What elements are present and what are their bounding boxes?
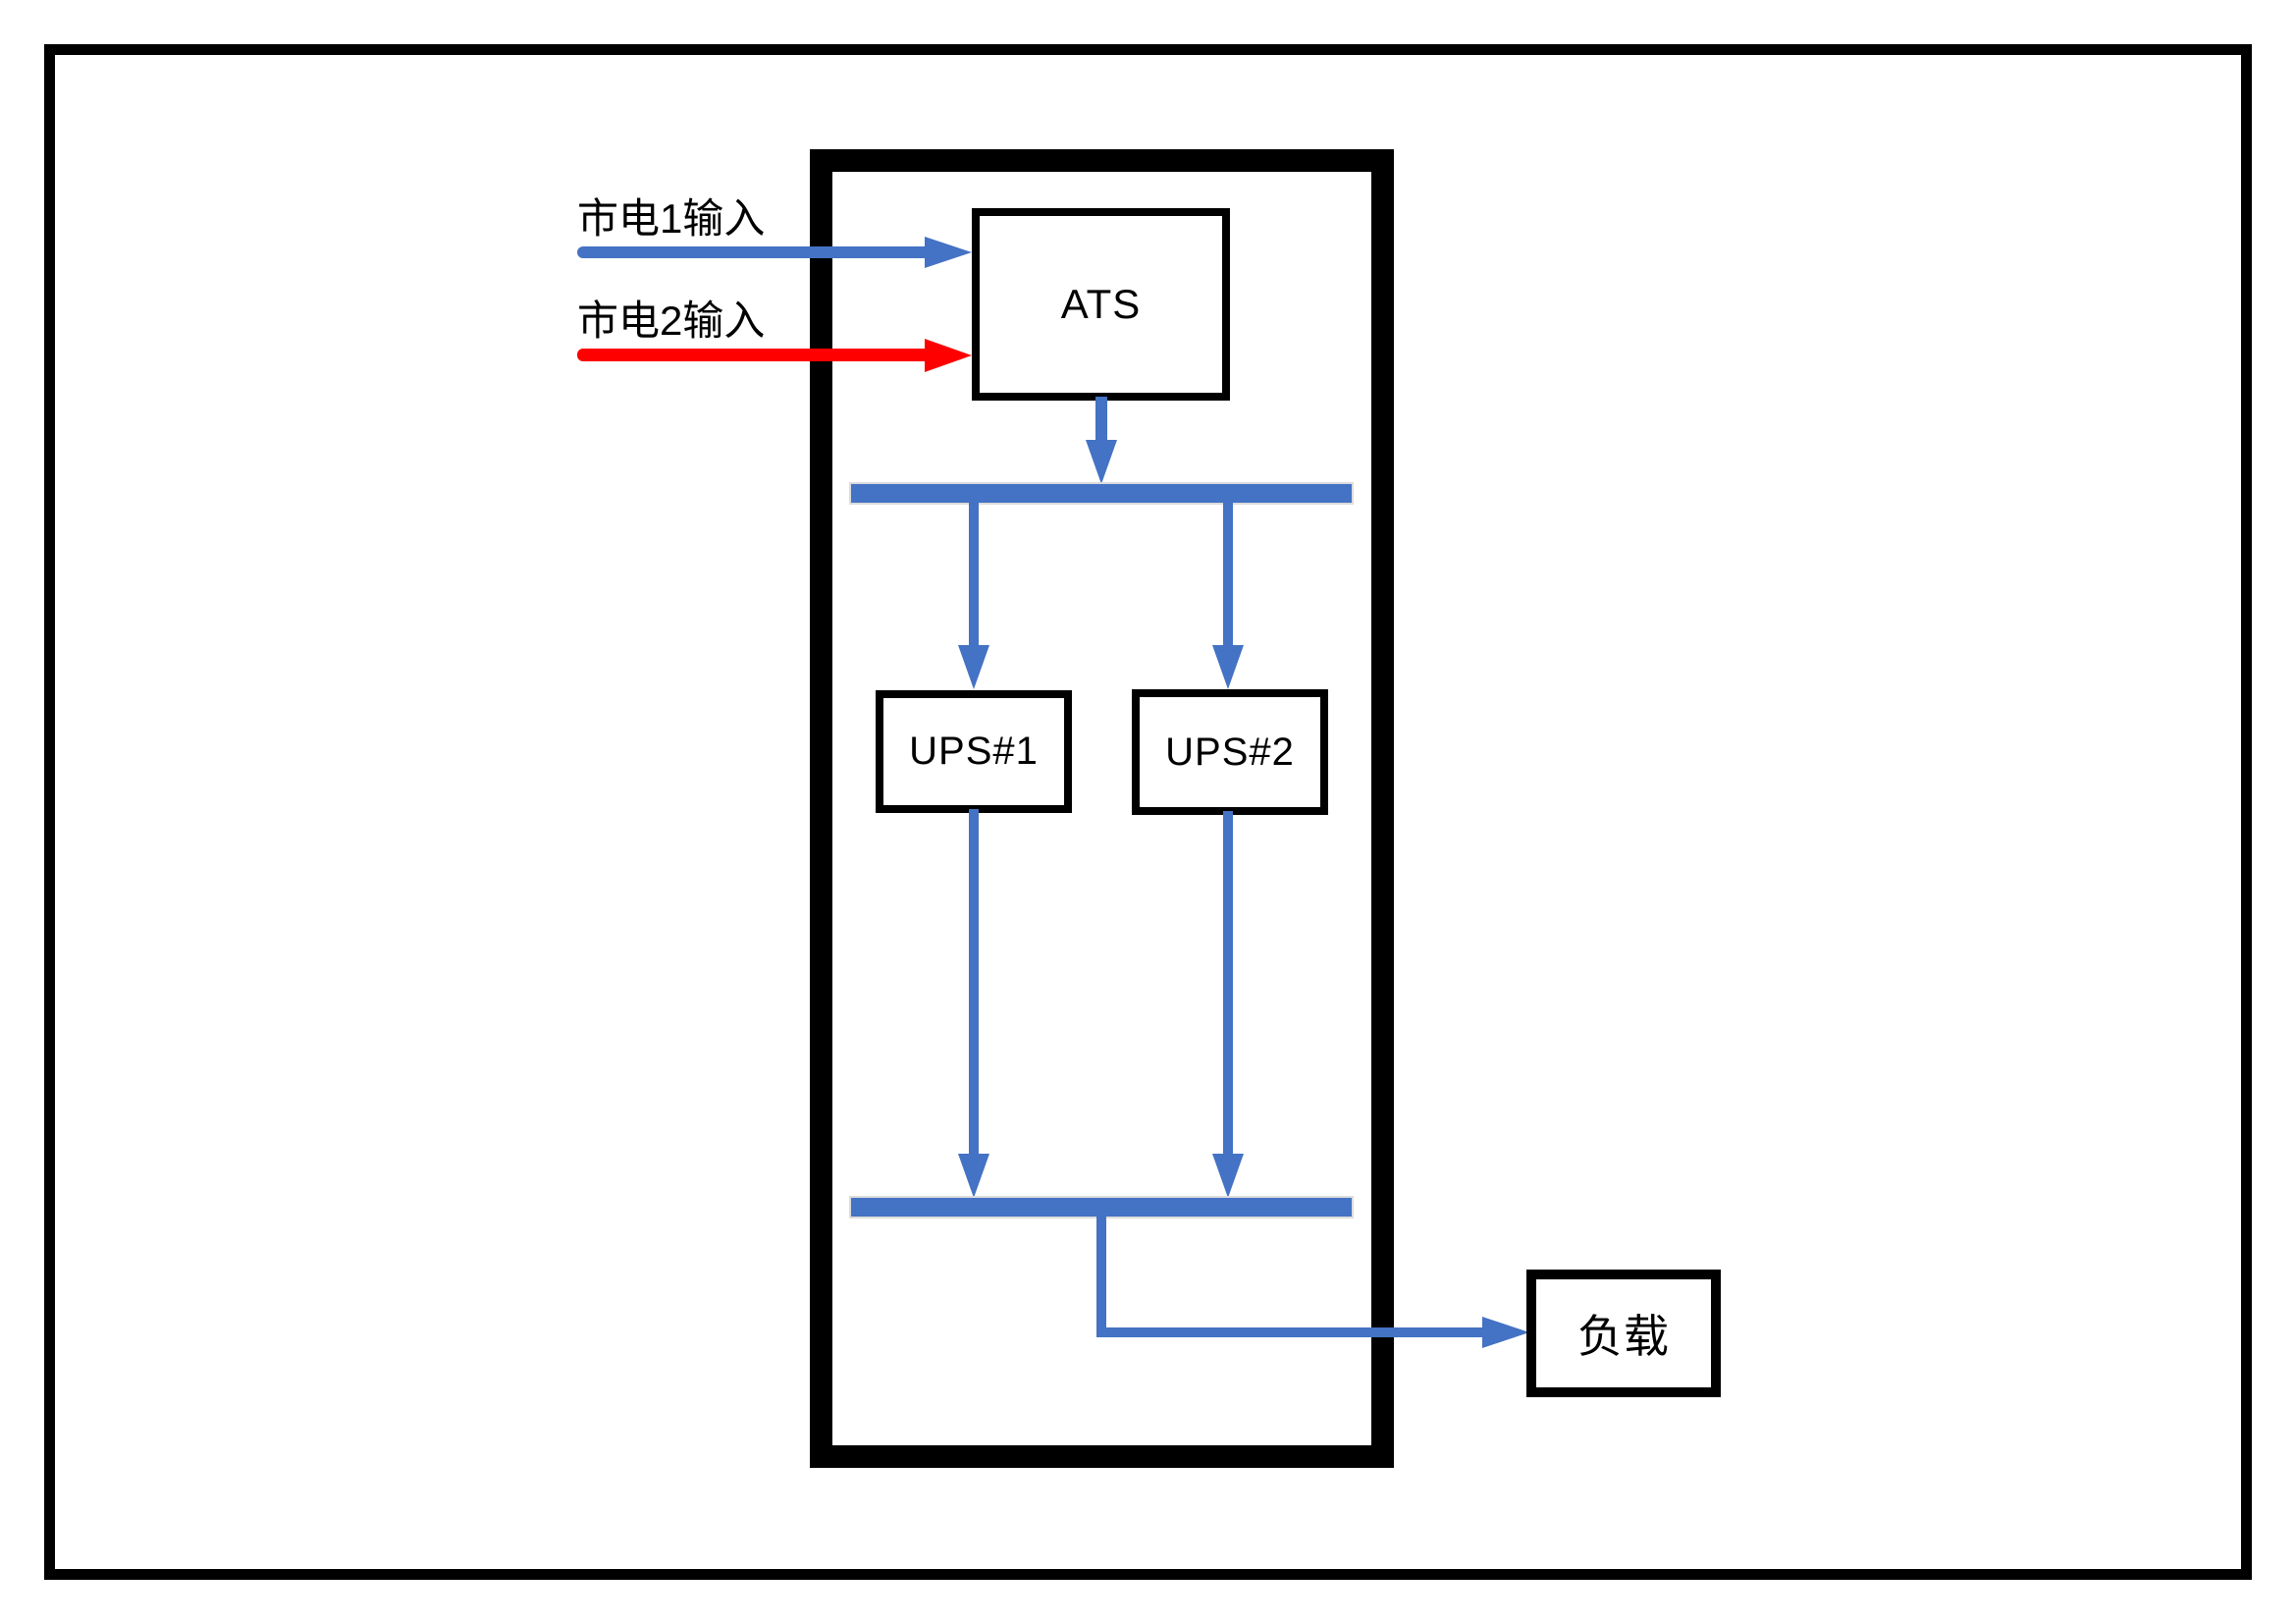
ats-output-arrowhead-down-icon [1086,440,1117,484]
bus-to-ups2-arrow-shaft [1223,501,1233,646]
mains1-input-label: 市电1输入 [577,195,766,242]
bus-to-load-connector-vertical [1096,1214,1106,1337]
bus-to-load-arrowhead-right-icon [1482,1317,1529,1348]
ups2-box: UPS#2 [1132,689,1328,815]
mains2-input-label: 市电2输入 [577,298,766,344]
ups1-to-bus-arrow-shaft [969,809,979,1154]
mains2-arrow-shaft [577,349,925,361]
bus-to-ups2-arrowhead-down-icon [1212,645,1244,689]
mains1-arrowhead-right-icon [925,237,972,268]
load-label: 负载 [1577,1311,1670,1362]
mains1-arrow-shaft [577,246,925,258]
ups1-to-bus-arrowhead-down-icon [958,1154,989,1198]
cabinet-enclosure [810,149,1394,1468]
ups1-box: UPS#1 [876,690,1072,813]
output-bus-bar [851,1198,1352,1217]
ups2-to-bus-arrowhead-down-icon [1212,1154,1244,1198]
input-bus-bar [851,484,1352,503]
ats-output-arrow-shaft [1095,397,1107,444]
load-box: 负载 [1526,1270,1721,1397]
mains2-arrowhead-right-icon [925,339,972,372]
ups2-to-bus-arrow-shaft [1223,811,1233,1154]
outer-frame [44,44,2252,1580]
bus-to-ups1-arrow-shaft [969,501,979,646]
bus-to-ups1-arrowhead-down-icon [958,645,989,689]
ats-box: ATS [972,208,1230,401]
bus-to-load-connector-horizontal [1096,1327,1482,1337]
ats-label: ATS [1060,281,1142,327]
ups1-label: UPS#1 [909,730,1039,773]
ups2-label: UPS#2 [1165,730,1295,774]
